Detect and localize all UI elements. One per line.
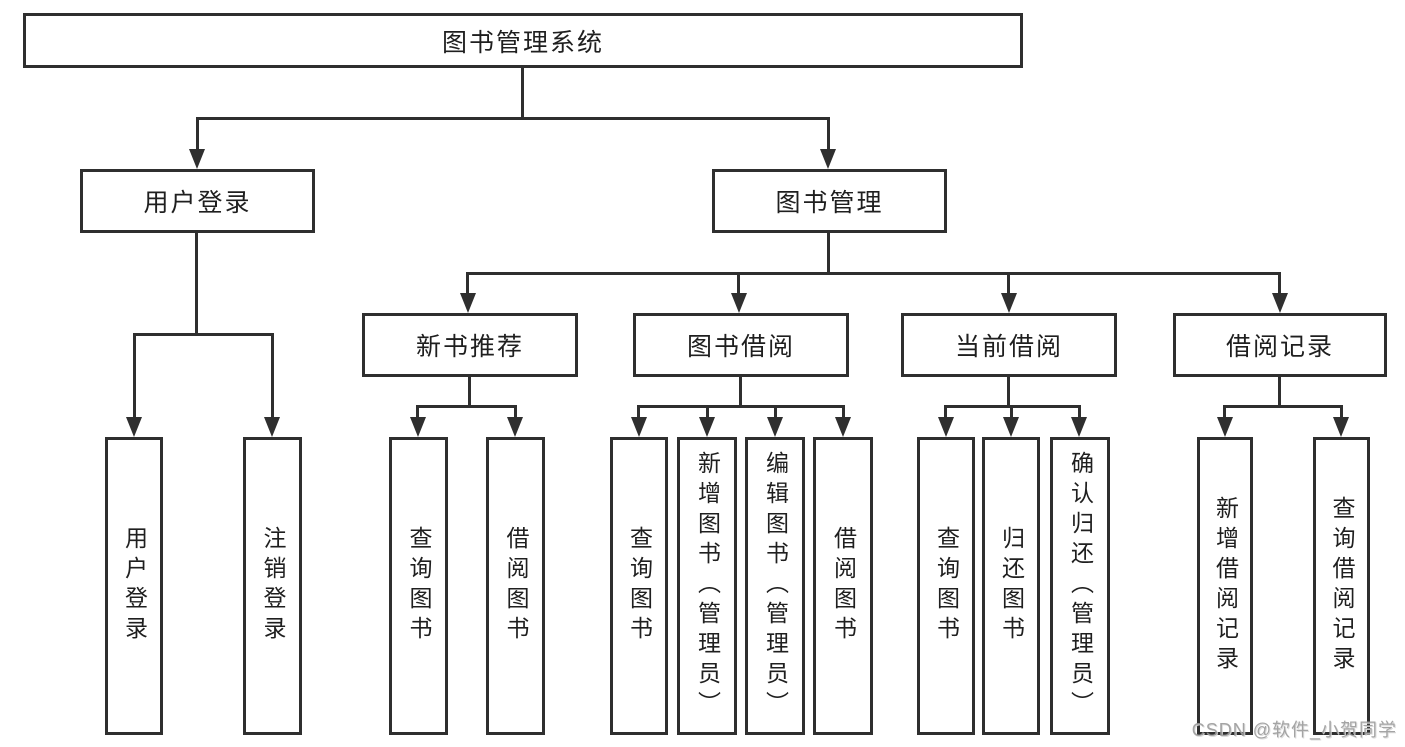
- connector-line: [195, 233, 198, 336]
- leaf-add-borrow-record-label: 新增借阅记录: [1212, 496, 1239, 676]
- leaf-return-book-label: 归还图书: [998, 526, 1025, 646]
- leaf-borrow-book-recommend: 借阅图书: [486, 437, 545, 735]
- arrowhead-icon: [767, 417, 783, 437]
- arrowhead-icon: [507, 417, 523, 437]
- connector-line: [416, 405, 419, 419]
- connector-line: [1223, 405, 1343, 408]
- leaf-user-login: 用户登录: [105, 437, 163, 735]
- node-borrow-record: 借阅记录: [1173, 313, 1387, 377]
- arrowhead-icon: [938, 417, 954, 437]
- connector-line: [737, 272, 740, 296]
- leaf-query-borrow-record-label: 查询借阅记录: [1329, 496, 1355, 676]
- connector-line: [1007, 377, 1010, 408]
- leaf-query-book-current-label: 查询图书: [933, 526, 960, 646]
- arrowhead-icon: [1333, 417, 1349, 437]
- csdn-watermark: CSDN @软件_小贺同学: [1191, 720, 1397, 740]
- leaf-borrow-book-label: 借阅图书: [830, 526, 857, 646]
- node-book-management: 图书管理: [712, 169, 947, 233]
- node-current-borrow: 当前借阅: [901, 313, 1117, 377]
- leaf-logout-login: 注销登录: [243, 437, 302, 735]
- connector-line: [271, 333, 274, 419]
- node-user-login: 用户登录: [80, 169, 315, 233]
- node-borrow-record-label: 借阅记录: [1225, 333, 1334, 361]
- connector-line: [1340, 405, 1343, 419]
- leaf-query-book-recommend-label: 查询图书: [406, 526, 432, 646]
- arrowhead-icon: [631, 417, 647, 437]
- connector-line: [1278, 272, 1281, 296]
- arrowhead-icon: [731, 293, 747, 313]
- leaf-confirm-return-admin-label: 确认归还（管理员）: [1067, 451, 1094, 721]
- leaf-query-book-borrow: 查询图书: [610, 437, 668, 735]
- arrowhead-icon: [126, 417, 142, 437]
- leaf-query-book-current: 查询图书: [917, 437, 975, 735]
- connector-line: [827, 117, 830, 151]
- arrowhead-icon: [1003, 417, 1019, 437]
- connector-line: [637, 405, 845, 408]
- connector-line: [1078, 405, 1081, 419]
- connector-line: [466, 272, 469, 296]
- connector-line: [944, 405, 947, 419]
- connector-line: [842, 405, 845, 419]
- node-current-borrow-label: 当前借阅: [954, 333, 1063, 361]
- leaf-edit-book-admin-label: 编辑图书（管理员）: [762, 451, 789, 721]
- connector-line: [1223, 405, 1226, 419]
- leaf-borrow-book: 借阅图书: [813, 437, 873, 735]
- arrowhead-icon: [460, 293, 476, 313]
- node-user-login-label: 用户登录: [143, 189, 252, 217]
- leaf-edit-book-admin: 编辑图书（管理员）: [745, 437, 805, 735]
- connector-line: [514, 405, 517, 419]
- connector-line: [521, 68, 524, 118]
- connector-line: [774, 405, 777, 419]
- connector-line: [637, 405, 640, 419]
- connector-line: [1278, 377, 1281, 408]
- connector-line: [1007, 272, 1010, 296]
- connector-line: [416, 405, 517, 408]
- node-library-system: 图书管理系统: [23, 13, 1023, 68]
- arrowhead-icon: [1272, 293, 1288, 313]
- connector-line: [827, 233, 830, 275]
- connector-line: [466, 272, 1281, 275]
- node-new-book-recommend-label: 新书推荐: [415, 333, 524, 361]
- connector-line: [196, 117, 830, 120]
- leaf-add-book-admin-label: 新增图书（管理员）: [694, 451, 721, 721]
- leaf-query-book-recommend: 查询图书: [389, 437, 448, 735]
- arrowhead-icon: [264, 417, 280, 437]
- connector-line: [133, 333, 274, 336]
- node-new-book-recommend: 新书推荐: [362, 313, 578, 377]
- node-book-borrow-label: 图书借阅: [686, 333, 795, 361]
- connector-line: [1010, 405, 1013, 419]
- leaf-borrow-book-recommend-label: 借阅图书: [503, 526, 529, 646]
- arrowhead-icon: [820, 149, 836, 169]
- connector-line: [739, 377, 742, 408]
- leaf-add-borrow-record: 新增借阅记录: [1197, 437, 1253, 735]
- arrowhead-icon: [699, 417, 715, 437]
- leaf-query-borrow-record: 查询借阅记录: [1313, 437, 1370, 735]
- leaf-confirm-return-admin: 确认归还（管理员）: [1050, 437, 1110, 735]
- node-library-system-label: 图书管理系统: [441, 28, 604, 57]
- leaf-return-book: 归还图书: [982, 437, 1040, 735]
- arrowhead-icon: [1217, 417, 1233, 437]
- arrowhead-icon: [1071, 417, 1087, 437]
- arrowhead-icon: [835, 417, 851, 437]
- leaf-query-book-borrow-label: 查询图书: [626, 526, 653, 646]
- connector-line: [196, 117, 199, 151]
- connector-line: [133, 333, 136, 419]
- arrowhead-icon: [1001, 293, 1017, 313]
- leaf-logout-login-label: 注销登录: [260, 526, 286, 646]
- leaf-add-book-admin: 新增图书（管理员）: [677, 437, 737, 735]
- arrowhead-icon: [410, 417, 426, 437]
- leaf-user-login-label: 用户登录: [121, 526, 148, 646]
- node-book-borrow: 图书借阅: [633, 313, 849, 377]
- connector-line: [706, 405, 709, 419]
- node-book-management-label: 图书管理: [775, 189, 884, 217]
- connector-line: [468, 377, 471, 408]
- arrowhead-icon: [189, 149, 205, 169]
